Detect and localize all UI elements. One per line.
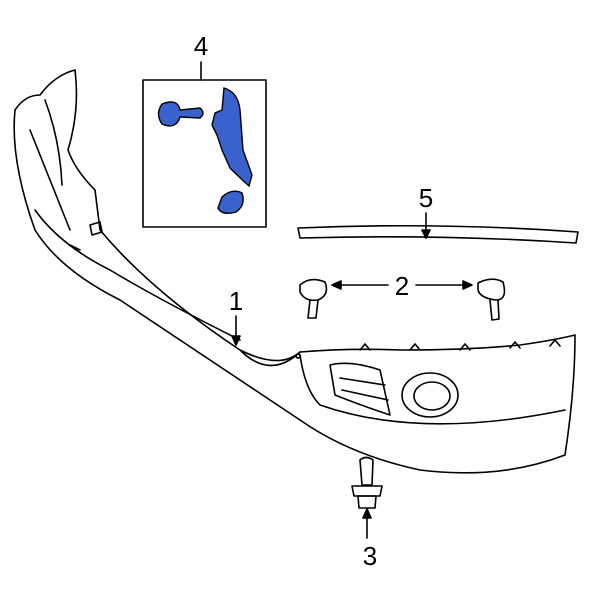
callout-2: 2	[395, 271, 409, 301]
bracket-kit-bolt[interactable]	[157, 101, 204, 127]
bumper-cover[interactable]	[13, 69, 576, 474]
bracket-kit-clip[interactable]	[217, 190, 244, 215]
fog-lamp-retainer-right[interactable]	[477, 278, 506, 321]
fog-lamp-retainer-left[interactable]	[299, 278, 328, 319]
bracket-kit-bracket[interactable]	[211, 87, 253, 188]
leader-lines	[200, 61, 473, 539]
callout-1: 1	[229, 286, 243, 316]
molding-strip[interactable]	[297, 224, 579, 244]
bracket-kit[interactable]	[157, 87, 253, 215]
callout-3: 3	[363, 541, 377, 571]
bracket-kit-box	[142, 79, 267, 228]
callout-4: 4	[194, 31, 208, 61]
bolt[interactable]	[351, 456, 383, 509]
callout-5: 5	[419, 183, 433, 213]
